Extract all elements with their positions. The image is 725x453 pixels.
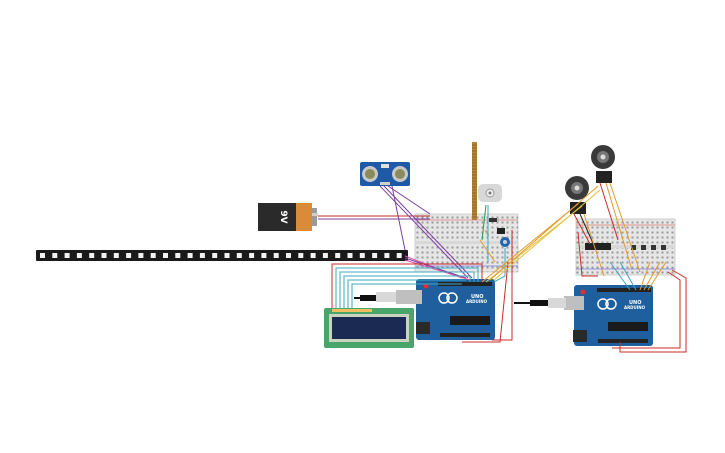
- led-pixel: [199, 253, 205, 258]
- arduino-left-brand: ARDUINO: [466, 299, 488, 304]
- led-pixel: [113, 253, 119, 258]
- led-pixel: [89, 253, 95, 258]
- arduino-right-model: UNO: [629, 300, 642, 306]
- arduino-left-model: UNO: [471, 294, 484, 300]
- arduino-left[interactable]: ARDUINO UNO: [396, 279, 495, 340]
- ultrasonic-sensor[interactable]: [360, 162, 410, 186]
- led-pixel: [273, 253, 279, 258]
- led-pixel: [298, 253, 304, 258]
- power-jack: [573, 330, 587, 342]
- led-pixel: [261, 253, 267, 258]
- led-pixel: [310, 253, 316, 258]
- dc-motor[interactable]: [478, 184, 502, 202]
- battery-9v[interactable]: 9V: [258, 203, 318, 231]
- diode: [489, 218, 499, 222]
- led-pixel: [384, 253, 390, 258]
- wires: [318, 182, 687, 353]
- led-pixel: [150, 253, 156, 258]
- led-pixel: [126, 253, 132, 258]
- led-pixel: [286, 253, 291, 258]
- led-pixel: [163, 253, 168, 258]
- led-pixel: [76, 253, 82, 258]
- led-pixel: [335, 253, 341, 258]
- chip: [450, 316, 490, 325]
- led-pixel: [52, 253, 58, 258]
- push-buttons[interactable]: [631, 245, 666, 250]
- led-pixel: [138, 253, 144, 258]
- power-jack: [416, 322, 430, 334]
- led-pixel: [372, 253, 378, 258]
- led-pixel: [396, 253, 402, 258]
- motor-driver-chip: [585, 243, 611, 250]
- usb-port: [396, 290, 422, 304]
- ic-chip: [497, 228, 505, 234]
- led-pixel: [175, 253, 181, 258]
- led-pixel: [224, 253, 230, 258]
- reset-button[interactable]: [580, 289, 586, 295]
- lcd-display[interactable]: [324, 308, 414, 348]
- arduino-right[interactable]: ARDUINO UNO: [564, 285, 653, 346]
- led-pixel: [101, 253, 107, 258]
- battery-label: 9V: [278, 210, 288, 223]
- led-pixel: [236, 253, 242, 258]
- reset-button[interactable]: [423, 283, 429, 289]
- led-pixel: [347, 253, 353, 258]
- speaker-bottom[interactable]: [565, 176, 589, 214]
- arduino-right-brand: ARDUINO: [624, 305, 646, 310]
- flex-sensor[interactable]: [472, 142, 477, 220]
- usb-port: [564, 296, 584, 310]
- usb-cable-left: [354, 292, 396, 302]
- potentiometer[interactable]: [500, 237, 510, 247]
- led-pixel: [212, 253, 218, 258]
- led-pixel: [249, 253, 255, 258]
- led-pixel: [359, 253, 365, 258]
- led-pixel: [40, 253, 45, 258]
- led-pixel: [322, 253, 328, 258]
- led-strip[interactable]: [36, 250, 408, 261]
- led-pixel: [187, 253, 193, 258]
- chip: [608, 322, 648, 331]
- usb-cable-right: [514, 298, 566, 308]
- speaker-top[interactable]: [591, 145, 615, 183]
- led-pixel: [64, 253, 70, 258]
